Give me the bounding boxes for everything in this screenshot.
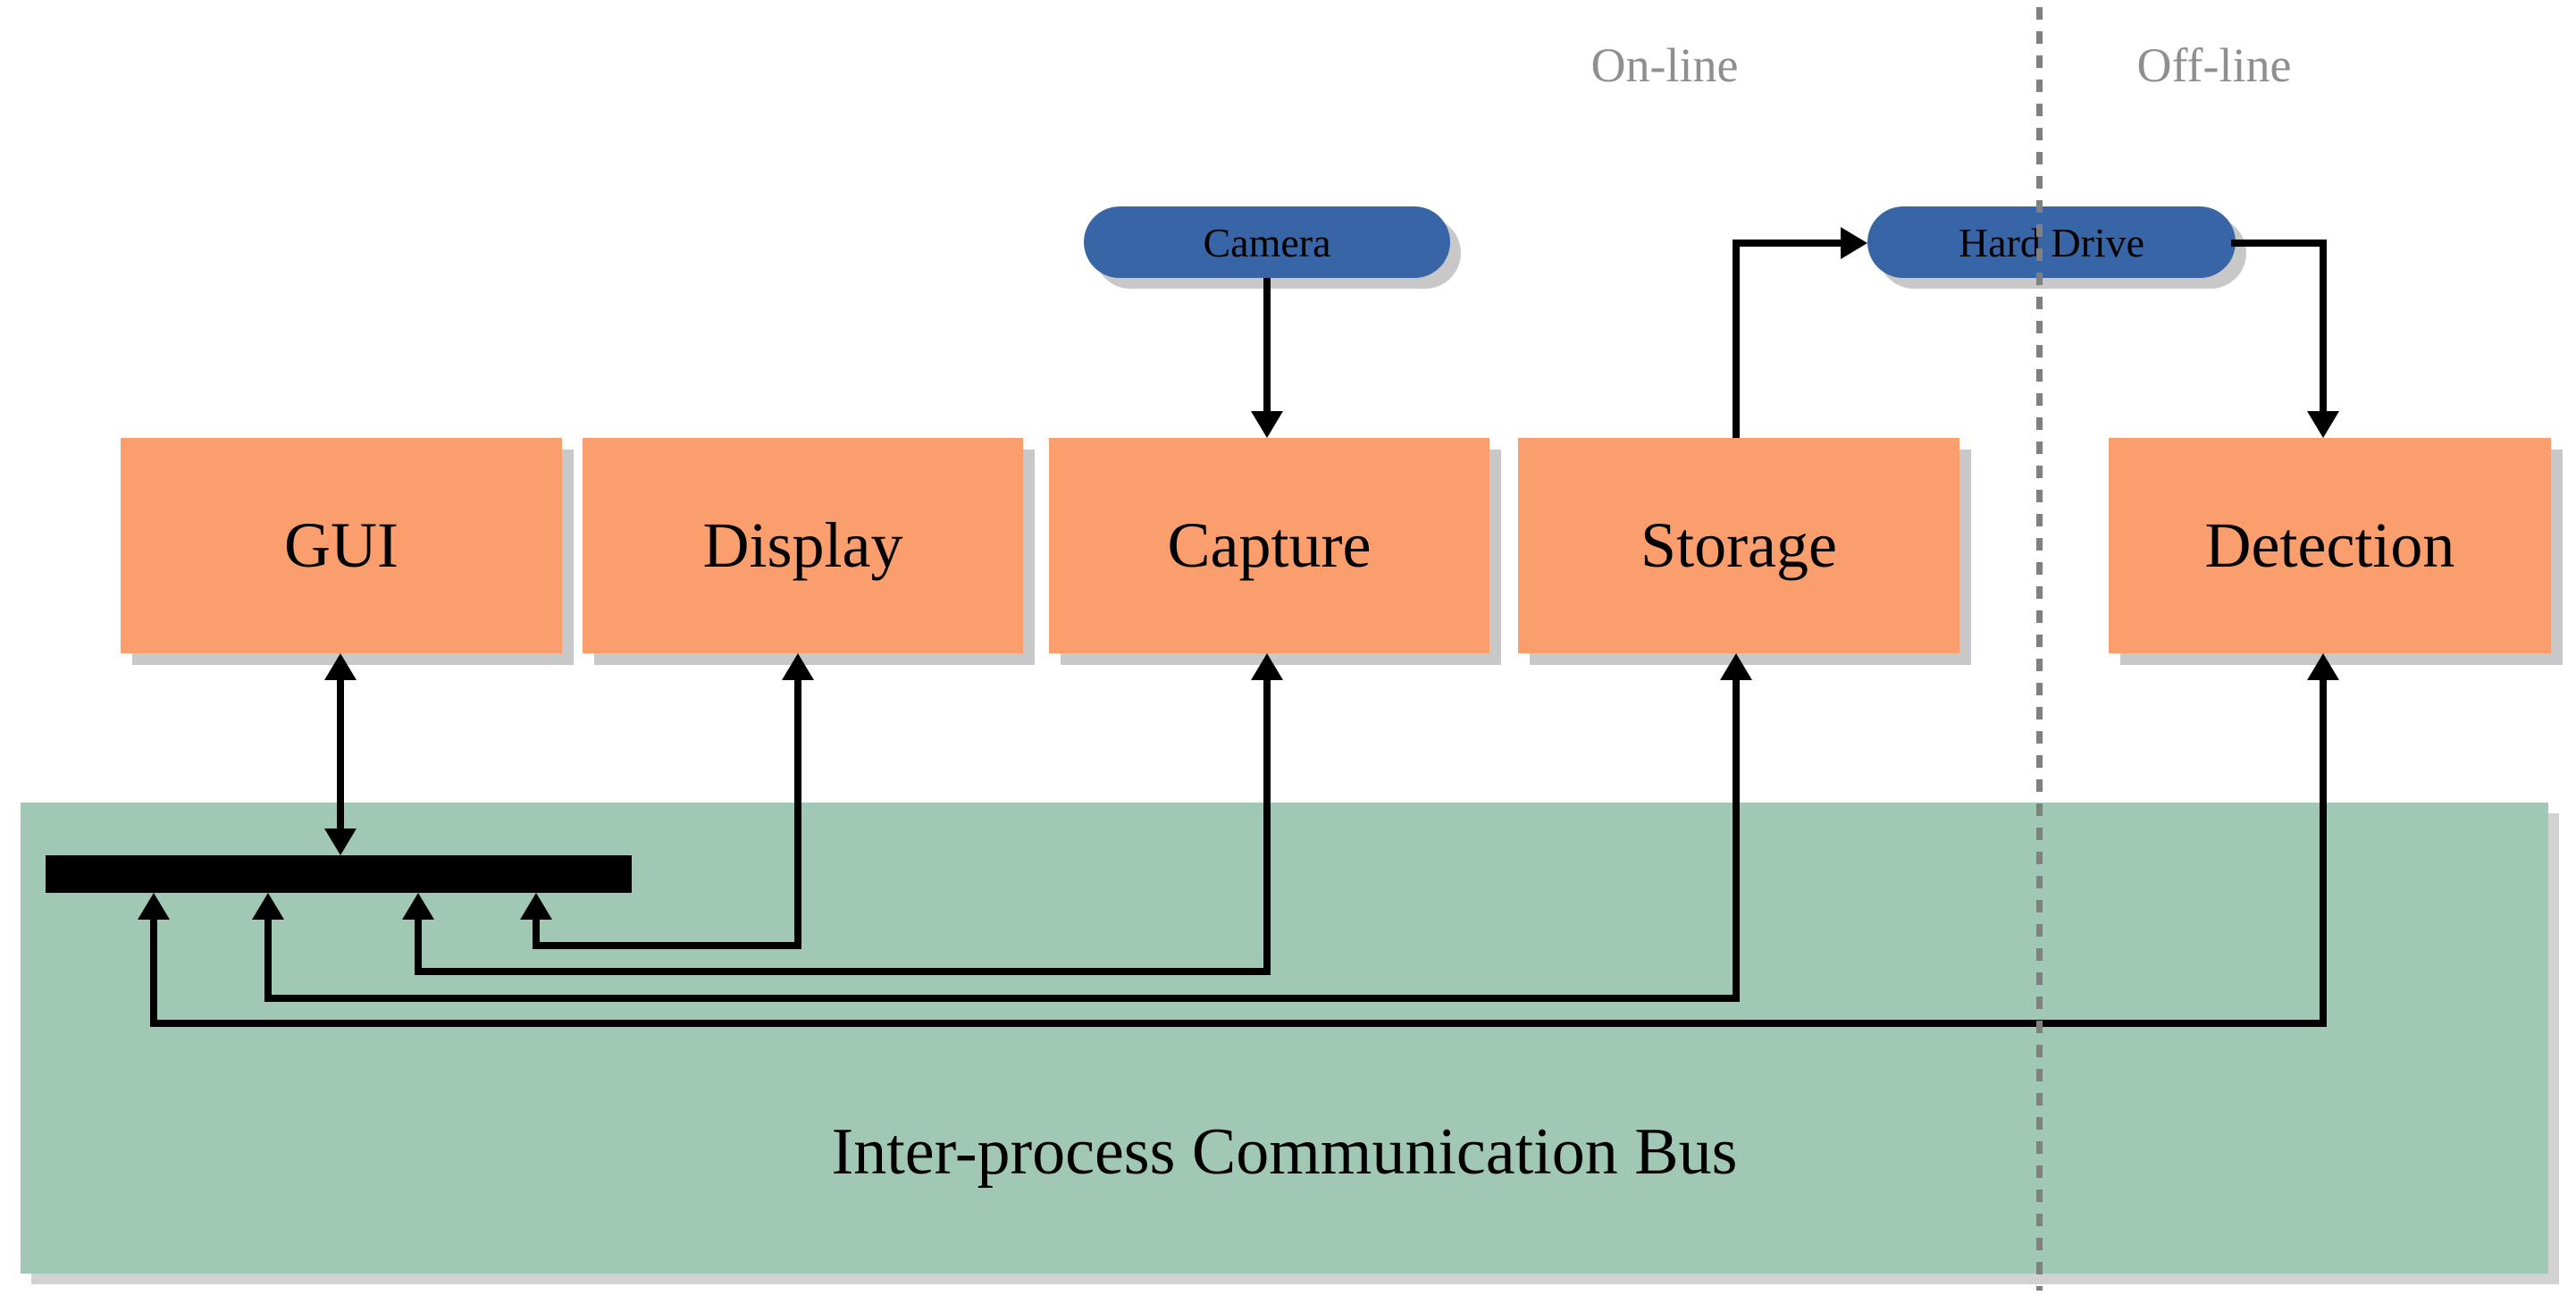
connector-detection-drop (2320, 677, 2327, 1027)
module-detection-label: Detection (2204, 509, 2455, 581)
module-gui: GUI (121, 438, 562, 653)
module-capture-label: Capture (1167, 509, 1372, 581)
connector-harddrive-detection-vertical (2320, 240, 2327, 411)
ipc-bus-title: Inter-process Communication Bus (831, 1115, 1738, 1189)
connector-capture-horizontal (415, 968, 1271, 975)
offline-region-label: Off-line (2136, 38, 2292, 92)
connector-storage-stub (264, 920, 272, 1002)
online-offline-divider (2036, 7, 2043, 1291)
arrowhead-into-capture-bottom (1251, 653, 1283, 680)
connector-storage-harddrive-vertical (1733, 240, 1740, 438)
online-region-label: On-line (1590, 38, 1739, 92)
connector-harddrive-detection-horizontal (2231, 240, 2323, 247)
bus-bar (46, 855, 632, 893)
connector-storage-drop (1733, 677, 1740, 1002)
connector-gui-bus (337, 677, 344, 831)
module-display-label: Display (702, 509, 903, 581)
connector-display-horizontal (533, 942, 798, 949)
arrowhead-into-display (782, 653, 814, 680)
device-camera-label: Camera (1203, 219, 1331, 265)
arrowhead-into-busbar-from-display (520, 893, 552, 920)
module-gui-label: GUI (284, 509, 399, 581)
arrowhead-into-storage-bottom (1720, 653, 1752, 680)
connector-storage-harddrive-horizontal (1733, 240, 1841, 247)
connector-capture-stub (415, 920, 422, 975)
arrowhead-into-busbar-from-detection (138, 893, 170, 920)
connector-detection-horizontal (150, 1020, 2327, 1027)
arrowhead-into-capture-top (1251, 411, 1283, 438)
connector-display-stub (533, 920, 540, 949)
arrowhead-into-detection-top (2307, 411, 2339, 438)
device-hard-drive-label: Hard Drive (1958, 219, 2145, 265)
connector-display-drop (794, 677, 801, 949)
module-capture: Capture (1049, 438, 1489, 653)
arrowhead-into-gui (324, 653, 357, 680)
arrowhead-into-harddrive (1841, 227, 1867, 259)
connector-camera-capture (1263, 278, 1271, 411)
arrowhead-into-detection-bottom (2307, 653, 2339, 680)
arrowhead-into-busbar-from-storage (252, 893, 284, 920)
module-detection: Detection (2109, 438, 2551, 653)
connector-capture-drop (1263, 677, 1271, 975)
connector-storage-horizontal (264, 995, 1740, 1002)
arrowhead-into-busbar-from-capture (402, 893, 434, 920)
module-display: Display (583, 438, 1023, 653)
connector-detection-stub (150, 920, 157, 1027)
device-camera: Camera (1084, 206, 1450, 278)
device-hard-drive: Hard Drive (1867, 206, 2236, 278)
arrowhead-into-busbar-from-gui (324, 828, 357, 855)
module-storage-label: Storage (1640, 509, 1837, 581)
module-storage: Storage (1518, 438, 1959, 653)
